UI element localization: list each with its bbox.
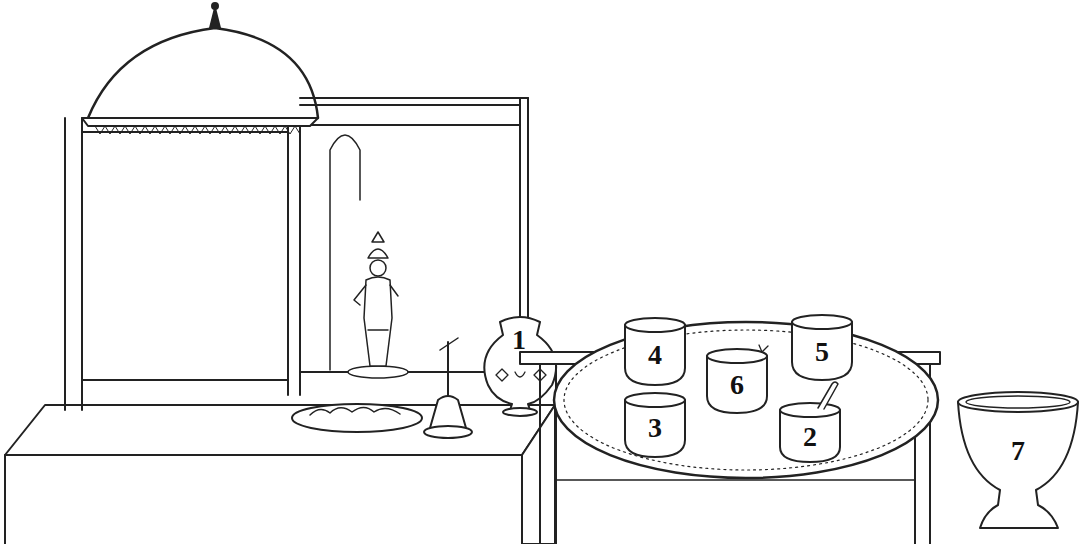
- callout-number: 6: [730, 371, 744, 399]
- cups: [625, 315, 852, 462]
- water-vessel: [484, 317, 556, 416]
- bell: [424, 338, 472, 438]
- large-bowl: [958, 392, 1078, 528]
- callout-number: 7: [1011, 437, 1025, 465]
- callout-number: 2: [803, 423, 817, 451]
- idol: [348, 232, 408, 378]
- callout-number: 3: [648, 414, 662, 442]
- canopy: [65, 3, 528, 410]
- callout-number: 5: [815, 338, 829, 366]
- callout-number: 4: [648, 341, 662, 369]
- tray: [554, 322, 938, 478]
- callout-number: 1: [512, 326, 526, 354]
- offering-plate: [292, 404, 422, 432]
- platform: [5, 405, 555, 544]
